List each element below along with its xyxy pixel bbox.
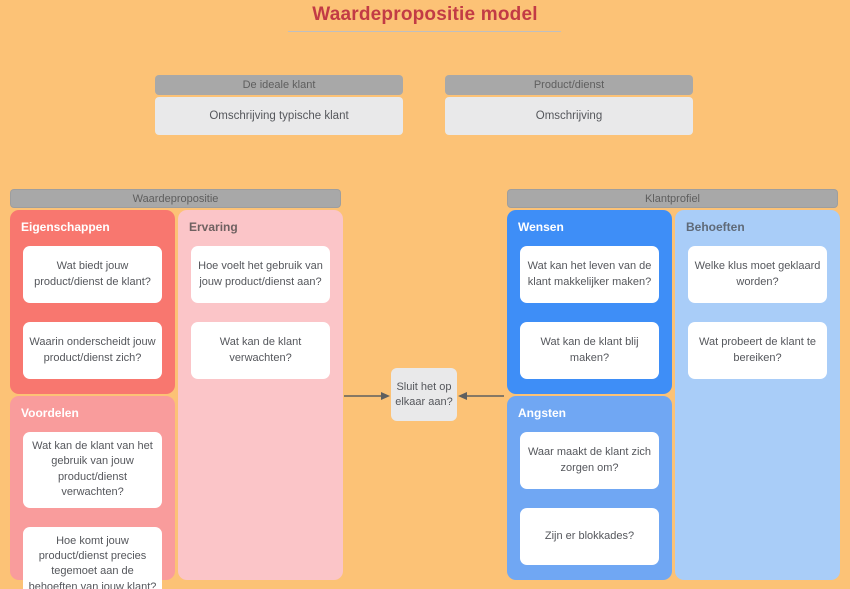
product-service-header: Product/dienst (445, 75, 693, 95)
value-proposition-header: Waardepropositie (10, 189, 341, 208)
question-card: Wat probeert de klant te bereiken? (688, 322, 827, 379)
question-card: Hoe voelt het gebruik van jouw product/d… (191, 246, 330, 303)
question-card: Wat kan de klant blij maken? (520, 322, 659, 379)
section-angsten: Angsten Waar maakt de klant zich zorgen … (507, 396, 672, 580)
section-title: Eigenschappen (21, 220, 110, 234)
page-title: Waardepropositie model (312, 4, 538, 25)
product-service-description: Omschrijving (445, 97, 693, 135)
product-service-box: Product/dienst Omschrijving (445, 75, 693, 135)
section-ervaring: Ervaring Hoe voelt het gebruik van jouw … (178, 210, 343, 580)
question-card: Wat biedt jouw product/dienst de klant? (23, 246, 162, 303)
section-title: Wensen (518, 220, 564, 234)
section-eigenschappen: Eigenschappen Wat biedt jouw product/die… (10, 210, 175, 394)
question-card: Wat kan de klant van het gebruik van jou… (23, 432, 162, 508)
section-title: Voordelen (21, 406, 79, 420)
question-card: Welke klus moet geklaard worden? (688, 246, 827, 303)
connector-arrow-right (458, 392, 504, 400)
ideal-customer-description: Omschrijving typische klant (155, 97, 403, 135)
connector-question-box: Sluit het op elkaar aan? (391, 368, 457, 421)
customer-profile-header: Klantprofiel (507, 189, 838, 208)
question-card: Waarin onderscheidt jouw product/dienst … (23, 322, 162, 379)
section-title: Angsten (518, 406, 566, 420)
question-card: Wat kan de klant verwachten? (191, 322, 330, 379)
section-title: Ervaring (189, 220, 238, 234)
ideal-customer-header: De ideale klant (155, 75, 403, 95)
question-card: Wat kan het leven van de klant makkelijk… (520, 246, 659, 303)
section-behoeften: Behoeften Welke klus moet geklaard worde… (675, 210, 840, 580)
question-card: Waar maakt de klant zich zorgen om? (520, 432, 659, 489)
section-title: Behoeften (686, 220, 745, 234)
title-underline (288, 31, 561, 32)
connector-arrow-left (344, 392, 390, 400)
question-card: Hoe komt jouw product/dienst precies teg… (23, 526, 162, 589)
section-voordelen: Voordelen Wat kan de klant van het gebru… (10, 396, 175, 589)
question-card: Zijn er blokkades? (520, 508, 659, 565)
ideal-customer-box: De ideale klant Omschrijving typische kl… (155, 75, 403, 135)
section-wensen: Wensen Wat kan het leven van de klant ma… (507, 210, 672, 394)
